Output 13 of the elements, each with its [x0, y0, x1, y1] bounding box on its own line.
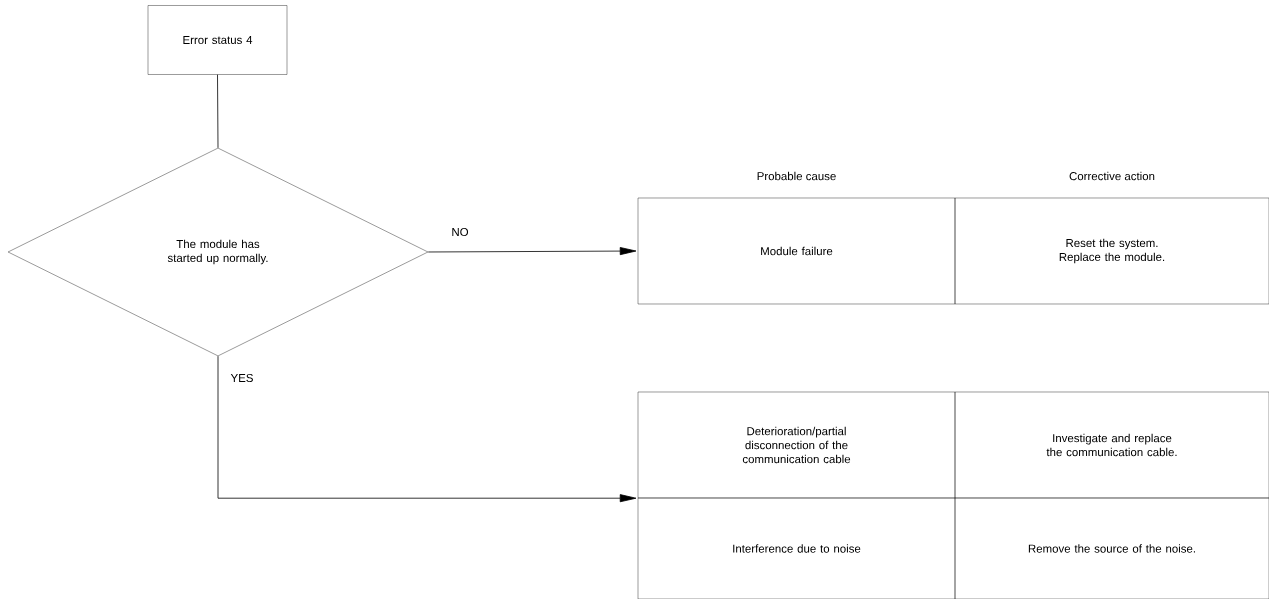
table-cell: Remove the source of the noise.: [954, 497, 1269, 599]
process-box: Error status 4: [147, 5, 288, 75]
edge-label: YES: [230, 373, 253, 383]
table-cell: Reset the system. Replace the module.: [954, 197, 1269, 305]
table-cell: Deterioration/partial disconnection of the communication cable: [637, 391, 956, 499]
table-cell: Interference due to noise: [637, 497, 956, 599]
table-cell: Module failure: [637, 197, 956, 305]
arrow: [427, 247, 637, 256]
table-cell: Investigate and replace the communication cable.: [954, 391, 1269, 499]
arrow: [217, 355, 637, 503]
column-header: Probable cause: [757, 171, 836, 181]
edge-label: NO: [452, 227, 469, 237]
column-header: Corrective action: [1069, 171, 1155, 181]
